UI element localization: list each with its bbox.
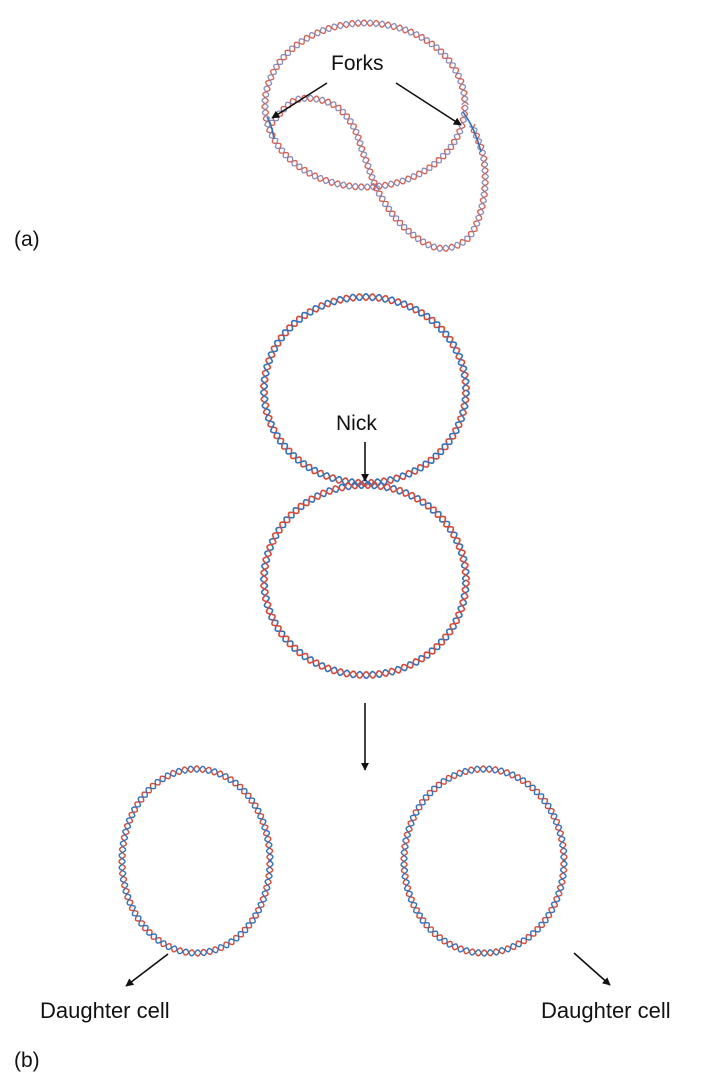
catenane-lower-circle: [259, 480, 471, 680]
theta-daughter-loop-strand-2: [268, 94, 489, 252]
daughter-right-circle-strand-1: [400, 765, 568, 957]
fork-left-accent: [266, 116, 275, 140]
panel-a-label: (a): [14, 228, 40, 251]
daughter-right-arrow: [573, 952, 611, 986]
daughter-right-circle: [400, 765, 568, 957]
catenane-upper-circle-strand-2: [259, 292, 470, 487]
daughter-left-circle: [118, 765, 274, 957]
fork-left-arrow: [271, 82, 328, 119]
theta-daughter-loop: [268, 94, 489, 252]
dna-layer: [118, 19, 568, 957]
theta-outer-circle-strand-1: [261, 19, 469, 191]
daughter-left-circle-strand-1: [118, 765, 274, 957]
daughter-left-arrow: [125, 953, 169, 987]
daughter-left-circle-strand-2: [118, 765, 274, 957]
daughter-cell-right-label: Daughter cell: [541, 998, 671, 1023]
panel-b-label: (b): [14, 1049, 40, 1072]
daughter-right-circle-strand-2: [400, 765, 568, 957]
catenane-lower-circle-strand-2: [260, 481, 471, 679]
daughter-cell-left-label: Daughter cell: [40, 998, 170, 1023]
theta-outer-circle: [261, 19, 469, 191]
nick-label: Nick: [336, 412, 377, 435]
fork-right-accent: [462, 111, 482, 153]
arrow-layer: [125, 82, 611, 987]
theta-outer-circle-strand-2: [261, 19, 469, 191]
catenane-upper-circle: [259, 292, 471, 488]
forks-label: Forks: [331, 52, 384, 75]
catenane-lower-circle-strand-1: [259, 480, 470, 680]
fork-right-arrow: [395, 82, 462, 126]
catenane-upper-circle-strand-1: [260, 293, 471, 488]
